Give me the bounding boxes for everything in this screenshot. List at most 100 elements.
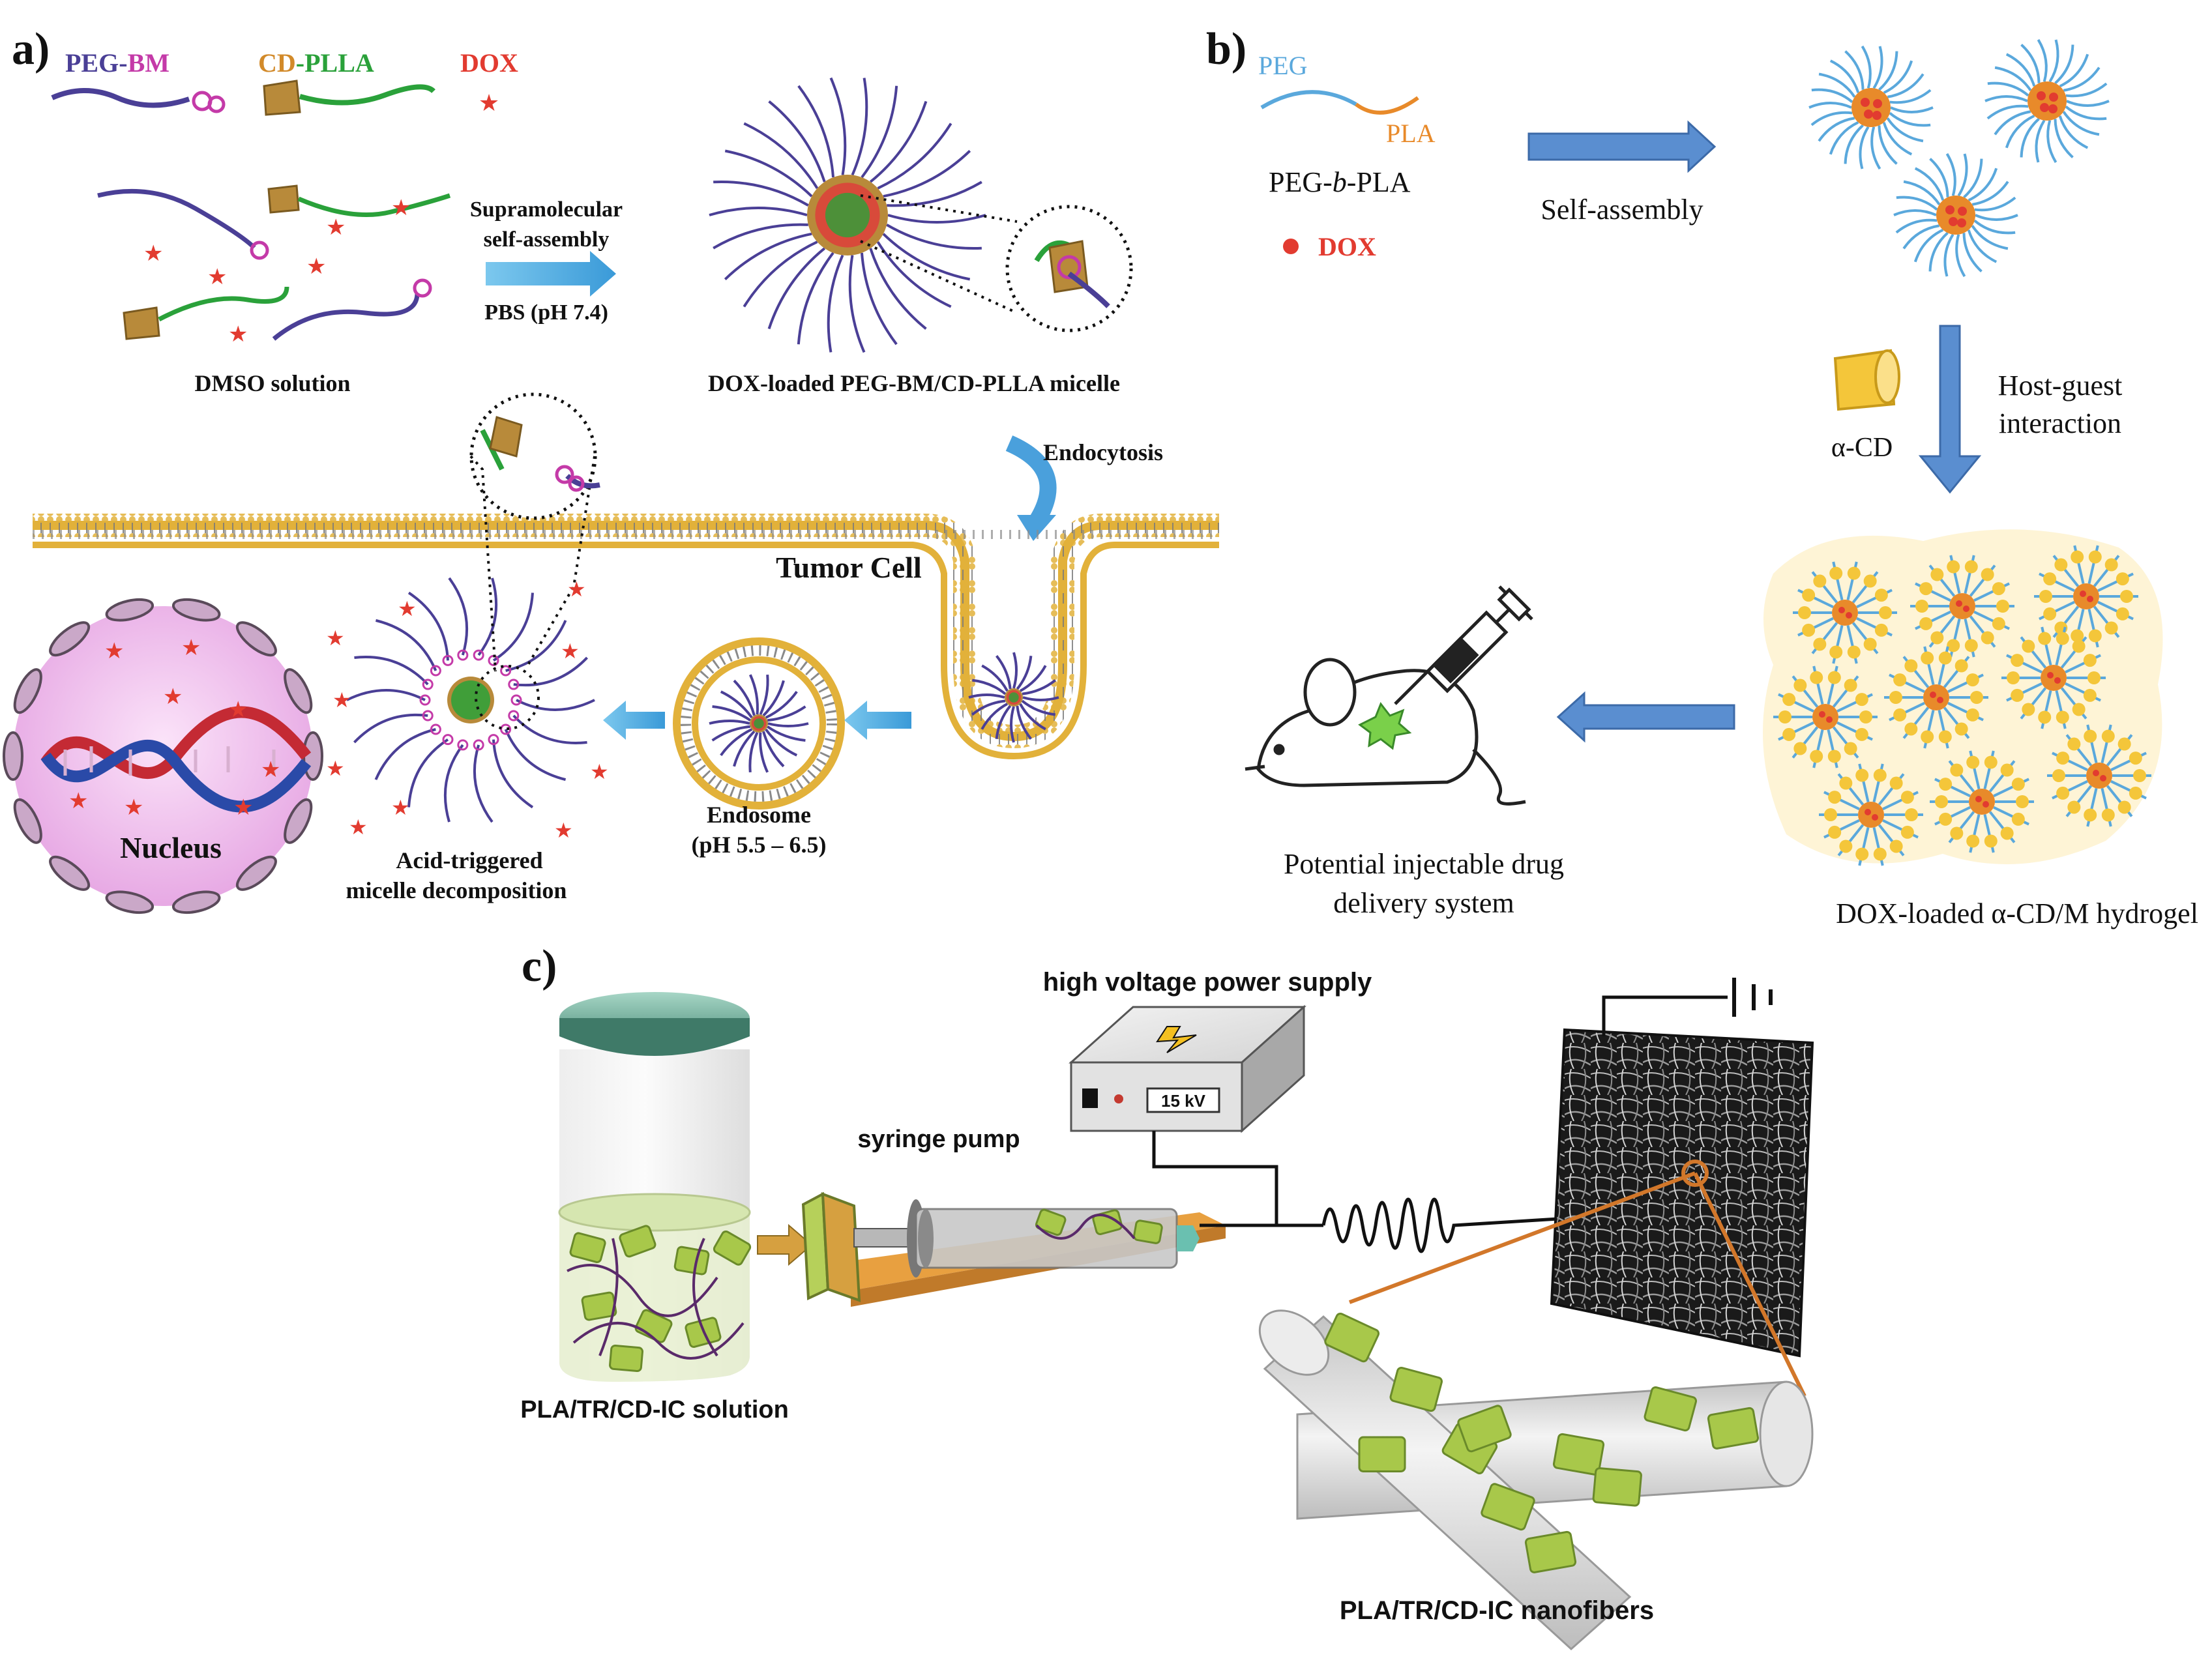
peg-block [1260,90,1357,109]
svg-text:★: ★ [567,577,586,601]
panel-a-legend: PEG-BM CD-PLLA DOX ★ [51,48,518,116]
panel-c: c) PLA/TR/CD-IC solution [520,941,1814,1651]
svg-text:★: ★ [68,789,88,813]
dmso-solution-label: DMSO solution [194,370,350,396]
dmso-mixture: ★ ★ ★ ★ ★ ★ [97,184,451,347]
acid-triggered-label: Acid-triggered [396,847,542,873]
self-assembly-label-b: Self-assembly [1541,194,1703,226]
pla-label: PLA [1386,119,1436,148]
svg-text:★: ★ [163,685,183,709]
micelle-zoom-inset [860,194,1133,332]
solution-vial [558,992,752,1382]
arrow-to-mouse [1556,691,1735,743]
svg-text:★: ★ [391,796,410,819]
svg-text:★: ★ [228,323,248,347]
cell-membrane [33,514,1219,760]
legend-dox-star: ★ [479,90,499,116]
svg-text:★: ★ [124,796,143,820]
legend-dox: DOX [460,48,518,78]
zoom-line-right [1693,1172,1806,1397]
injectable-label: Potential injectable drug [1284,848,1564,880]
svg-text:★: ★ [326,626,345,650]
legend-bm-ring [192,91,213,111]
svg-text:★: ★ [261,758,280,782]
zoom-line-left [1348,1171,1696,1304]
svg-text:★: ★ [233,796,253,820]
panel-b-label: b) [1206,24,1246,74]
svg-text:★: ★ [590,760,609,783]
syringe-pump-label: syringe pump [857,1126,1020,1153]
feed-arrow [757,1223,813,1266]
ground-wire [1602,995,1728,1036]
legend-cd-plla: CD-PLLA [258,48,374,78]
solution-label: PLA/TR/CD-IC solution [520,1396,789,1423]
arrow-to-endosome [844,701,911,740]
svg-text:★: ★ [326,216,346,240]
svg-text:★: ★ [349,815,368,839]
invaginated-micelle [968,652,1059,743]
svg-text:★: ★ [143,242,163,266]
endocytosis-step: Endocytosis [1005,435,1163,541]
svg-text:★: ★ [181,636,201,660]
hydrogel-network [1763,529,2163,866]
dox-label-b: DOX [1318,232,1376,261]
svg-text:★: ★ [207,265,227,289]
power-supply: 15 kV [1069,1004,1306,1133]
nanofibers [1258,1309,1814,1651]
svg-text:★: ★ [391,196,411,220]
assembly-step: Supramolecular self-assembly PBS (pH 7.4… [470,197,623,325]
decomposing-micelle [346,577,595,823]
jet-spiral [1321,1197,1559,1253]
fiber-collector [1550,978,1814,1358]
svg-text:★: ★ [104,639,124,664]
assembly-arrow [486,251,616,297]
delivery-system-label: delivery system [1333,887,1514,919]
panel-a: a) PEG-BM CD-PLLA DOX ★ ★ ★ ★ ★ [3,24,1219,914]
legend-plla-chain [299,84,435,106]
host-guest-label: Host-guest [1998,370,2123,401]
legend-peg-chain [51,88,190,108]
svg-text:★: ★ [228,698,248,722]
mouse-ear [1303,658,1357,727]
nucleus: ★ ★ ★ ★ ★ ★ ★ ★ Nucleus [3,598,323,914]
dox-micelle [709,77,986,353]
plunger-rod [853,1228,913,1248]
micelle-label: DOX-loaded PEG-BM/CD-PLLA micelle [708,370,1120,396]
endosome-label: Endosome [707,802,811,828]
legend-peg-bm: PEG-BM [65,48,170,78]
nucleus-label: Nucleus [120,831,222,864]
lightning-icon [1156,1026,1197,1053]
svg-text:★: ★ [326,757,345,780]
arrow-to-decomposition [603,701,665,740]
panel-c-label: c) [522,941,557,991]
sem-image [1550,1028,1814,1358]
interaction-label: interaction [1999,407,2121,439]
alpha-cd-label: α-CD [1831,433,1893,463]
micelle-decomposition-label: micelle decomposition [346,877,567,903]
svg-text:★: ★ [561,639,580,663]
power-supply-label: high voltage power supply [1043,968,1372,997]
copolymer-label: PEG-b-PLA [1269,166,1411,198]
panel-a-label: a) [12,24,50,74]
syringe-pump [801,1191,1226,1307]
hydrogel-label: DOX-loaded α-CD/M hydrogel [1836,898,2198,929]
zoom-marker [1681,1160,1709,1187]
membrane-zoom-inset [469,392,600,730]
svg-text:★: ★ [398,597,417,620]
svg-text:★: ★ [332,688,351,712]
hv-wire [1152,1131,1278,1225]
mouse-tail [1472,748,1526,806]
panel-b: b) PEG PLA PEG-b-PLA DOX Self-assembly α… [1206,24,2198,929]
endocytosis-label: Endocytosis [1043,439,1163,465]
pbs-label: PBS (pH 7.4) [484,300,608,325]
released-dox: ★★★ ★★★ ★★★ ★ [326,577,609,842]
voltage-readout: 15 kV [1161,1091,1206,1111]
power-switch [1082,1088,1098,1108]
self-assembly-arrow [1527,120,1717,173]
tumor-site [1358,702,1412,750]
tumor-cell-label: Tumor Cell [776,551,922,584]
pla-block [1355,96,1419,115]
nanofibers-label: PLA/TR/CD-IC nanofibers [1340,1596,1654,1625]
svg-text:★: ★ [306,255,326,279]
